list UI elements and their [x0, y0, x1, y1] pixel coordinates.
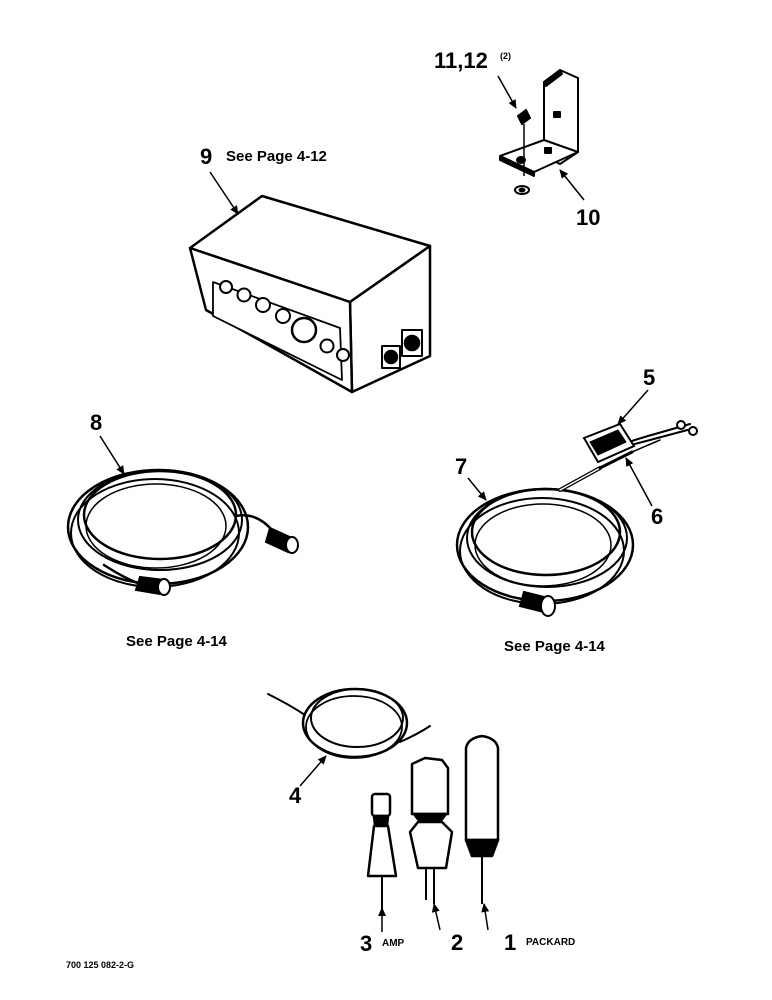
callout-8: 8 [90, 410, 103, 435]
terminal-tool [408, 756, 454, 904]
callout-1: 1 [504, 930, 517, 955]
wire-coil [267, 687, 431, 759]
leader-2 [431, 903, 441, 931]
packard-tool [464, 734, 500, 904]
callout-7: 7 [455, 454, 468, 479]
callout-11-12: 11,12 [434, 48, 488, 73]
callout-9: 9 [200, 144, 213, 169]
callout-4: 4 [289, 783, 302, 808]
amp-tool [366, 792, 398, 910]
cable-connector-left [134, 526, 299, 596]
cable-coil-left [66, 468, 274, 588]
leader-9 [209, 171, 239, 215]
control-box [188, 194, 432, 394]
callout-2: 2 [451, 930, 464, 955]
note-see-page-4-12: See Page 4-12 [226, 148, 327, 165]
leader-5 [617, 389, 649, 425]
callout-5: 5 [643, 365, 656, 390]
label-packard: PACKARD [526, 937, 576, 948]
callout-10: 10 [576, 205, 601, 230]
bolt-and-washer [514, 108, 532, 195]
note-see-page-4-14-right: See Page 4-14 [504, 638, 605, 655]
leader-4 [299, 755, 327, 787]
figure-id: 700 125 082-2-G [66, 960, 135, 970]
callout-6: 6 [651, 504, 664, 529]
harness-tag [582, 420, 698, 464]
cable-connector-right [518, 590, 556, 617]
leader-8 [99, 435, 125, 475]
leader-10 [559, 169, 585, 201]
leader-6 [625, 457, 653, 507]
note-see-page-4-14-left: See Page 4-14 [126, 633, 227, 650]
mounting-bracket [499, 69, 579, 177]
quantity-11-12: (2) [500, 51, 511, 61]
callout-3: 3 [360, 931, 373, 956]
leader-11-12 [497, 75, 517, 109]
label-amp: AMP [382, 938, 405, 949]
leader-1 [481, 903, 490, 931]
leader-7 [467, 477, 487, 501]
